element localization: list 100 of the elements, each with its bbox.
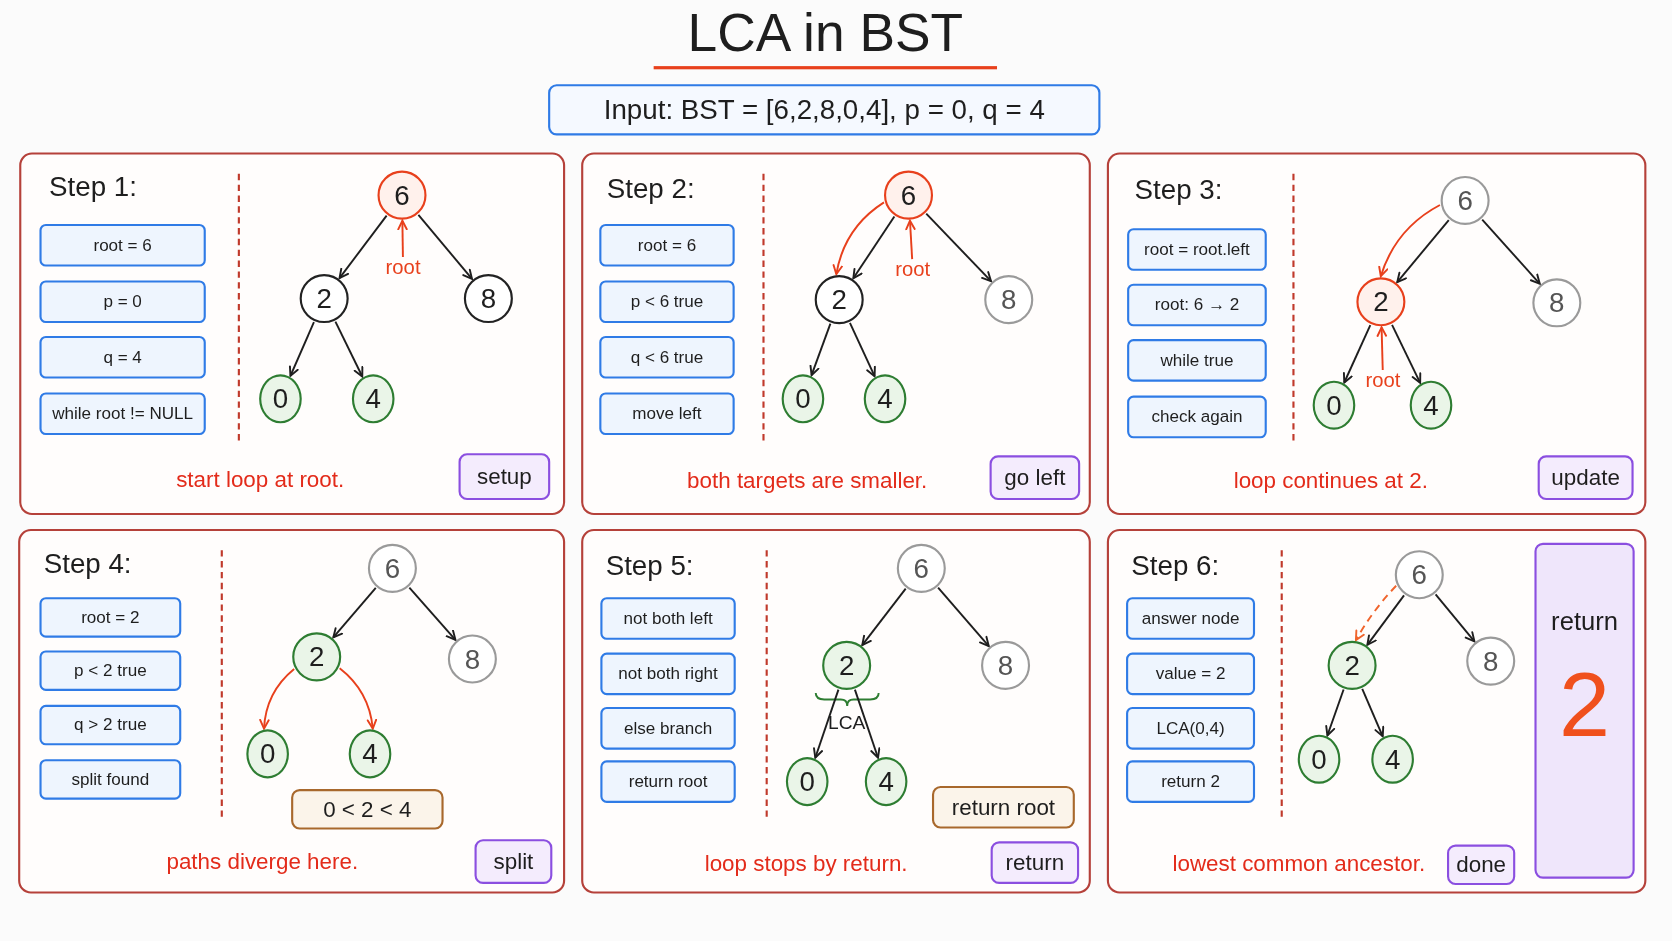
state-box: not both right (600, 652, 736, 696)
result-label: return (1551, 606, 1618, 637)
arrow (332, 586, 377, 639)
arrow (861, 587, 907, 647)
tree-node: 2 (822, 640, 872, 690)
step-caption: loop continues at 2. (1233, 468, 1428, 494)
step-panel (581, 528, 1091, 894)
step-tag: update (1537, 455, 1634, 501)
step-caption: both targets are smaller. (687, 468, 928, 494)
diagram-title: LCA in BST (653, 2, 997, 70)
step-heading: Step 4: (43, 547, 132, 581)
step-caption: start loop at root. (176, 467, 345, 493)
pointer-label: root (377, 254, 429, 281)
tree-node: 8 (984, 275, 1034, 325)
arrow (905, 219, 916, 261)
tree-node: 6 (1394, 550, 1444, 600)
step-panel (18, 528, 566, 894)
tree-node: 6 (1440, 175, 1490, 225)
step-tag: setup (458, 453, 551, 501)
tree-node: 4 (348, 729, 392, 779)
arrow (1342, 324, 1372, 384)
arrow (925, 212, 992, 283)
tree-node: 2 (1327, 640, 1377, 690)
step-caption: loop stops by return. (704, 850, 908, 877)
step-heading: Step 1: (49, 170, 137, 204)
arrow (408, 586, 457, 641)
step-tag: split (474, 839, 553, 884)
arrow (1376, 326, 1388, 371)
tree-node: 0 (1297, 734, 1341, 784)
step-panel (1106, 528, 1647, 894)
state-box: p < 2 true (39, 650, 182, 691)
arrow (417, 213, 473, 280)
beside-label: LCA (828, 711, 866, 735)
tree-node: 4 (351, 374, 395, 424)
pointer-label: root (1357, 367, 1409, 394)
state-box: root = root.left (1127, 228, 1267, 271)
arrow (1366, 594, 1405, 646)
arrow (1434, 593, 1476, 643)
arrow (334, 320, 364, 378)
state-box: move left (599, 392, 735, 436)
step-heading: Step 5: (605, 549, 694, 583)
step-heading: Step 6: (1131, 549, 1220, 583)
state-box: q < 6 true (599, 335, 735, 379)
arrow (853, 688, 881, 759)
arrow (1361, 687, 1385, 738)
arrow (397, 219, 408, 258)
state-box: while true (1127, 339, 1267, 382)
state-box: root = 2 (39, 597, 182, 638)
step-panel (19, 152, 566, 516)
step-caption: paths diverge here. (166, 848, 359, 875)
step-heading: Step 3: (1134, 173, 1223, 207)
arrow (937, 586, 990, 647)
state-box: LCA(0,4) (1126, 706, 1256, 750)
step-panel (581, 152, 1091, 516)
state-box: p = 0 (39, 280, 206, 324)
step-tag: done (1447, 844, 1516, 886)
state-box: check again (1127, 395, 1267, 439)
step-tag: go left (989, 455, 1081, 501)
arrow (1481, 218, 1541, 285)
tree-node: 2 (1356, 277, 1406, 327)
state-box: root = 6 (39, 223, 206, 267)
input-box: Input: BST = [6,2,8,0,4], p = 0, q = 4 (548, 84, 1101, 136)
state-box: while root != NULL (39, 392, 206, 436)
state-box: value = 2 (1126, 652, 1256, 696)
step-panel (1106, 152, 1647, 516)
state-box: p < 6 true (599, 280, 735, 324)
tree-node: 6 (884, 170, 934, 220)
state-box: root = 6 (599, 223, 735, 267)
state-box: split found (39, 759, 182, 800)
result-value: 2 (1559, 651, 1611, 757)
arrow (338, 214, 388, 280)
arrow (809, 322, 832, 377)
step-caption: lowest common ancestor. (1172, 850, 1426, 877)
arrow (849, 321, 876, 378)
arrow (1396, 219, 1450, 284)
arrow (852, 215, 896, 280)
arrow (259, 668, 296, 730)
tree-node: 2 (292, 632, 342, 682)
tree-node: 8 (463, 274, 513, 324)
state-box: q > 2 true (39, 704, 182, 746)
state-box: else branch (600, 706, 736, 750)
arrow (832, 201, 885, 276)
tree-node: 0 (1312, 380, 1356, 430)
state-box: root: 6 → 2 (1127, 283, 1267, 327)
tree-node: 0 (785, 757, 829, 807)
state-box: return root (600, 760, 736, 803)
tree-node: 8 (447, 634, 497, 684)
tree-node: 0 (259, 374, 302, 424)
tree-node: 4 (1409, 380, 1453, 430)
step-heading: Step 2: (606, 172, 695, 206)
tree-node: 0 (781, 374, 825, 424)
arrow (813, 688, 840, 759)
tree-node: 0 (246, 729, 289, 779)
tree-node: 4 (863, 374, 907, 424)
result-panel (1534, 542, 1635, 879)
tree-node: 2 (814, 275, 864, 325)
pointer-label: root (887, 257, 939, 283)
arrow (289, 321, 315, 377)
tree-node: 8 (981, 640, 1031, 690)
tree-node: 4 (1371, 734, 1414, 784)
